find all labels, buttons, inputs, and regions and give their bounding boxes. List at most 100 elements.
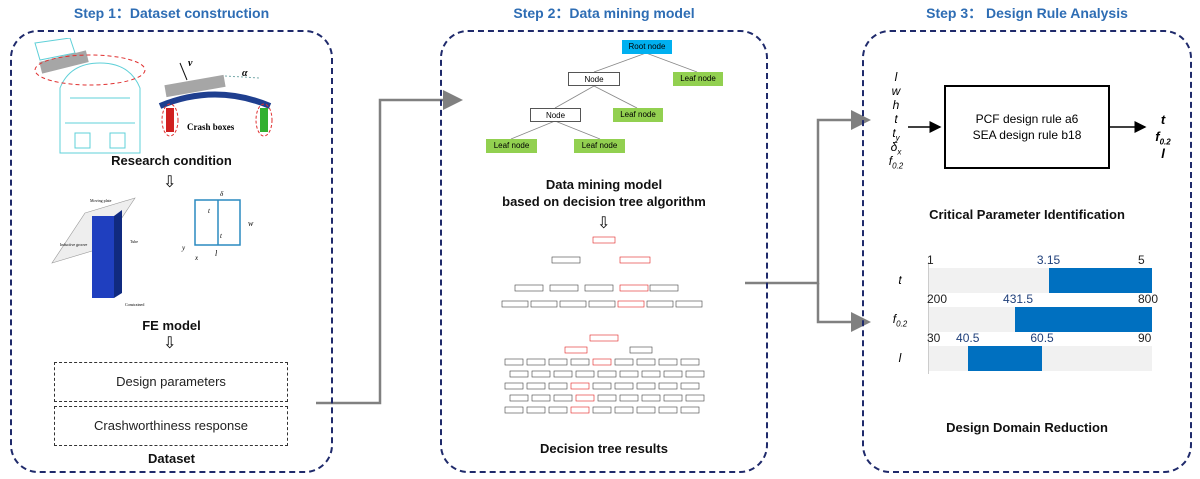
input-param: δx xyxy=(886,140,906,156)
input-param: ty xyxy=(886,126,906,142)
down-arrow-icon: ⇩ xyxy=(163,174,177,191)
param-symbol: l xyxy=(898,351,902,365)
param-symbol: f xyxy=(888,154,893,168)
tree-result-node xyxy=(504,358,524,366)
moving-plate-label: Moving plate xyxy=(90,198,112,203)
tree-result-node xyxy=(614,382,634,390)
range-param: t xyxy=(890,273,910,289)
param-subscript: 0.2 xyxy=(1159,137,1171,147)
tree-result-node xyxy=(619,370,639,378)
tree-node: Node xyxy=(568,72,620,86)
tree-result-node xyxy=(551,256,581,264)
tree-result-node xyxy=(564,346,588,354)
tree-result-node xyxy=(589,334,619,342)
param-symbol: t xyxy=(894,112,898,126)
range-param: f0.2 xyxy=(890,312,910,328)
tree-result-node xyxy=(675,300,703,308)
tree-result-node xyxy=(584,284,614,292)
leaf-node: Leaf node xyxy=(613,108,663,122)
tree-result-node xyxy=(588,300,616,308)
input-param: h xyxy=(886,98,906,114)
tree-result-node xyxy=(559,300,587,308)
tree-result-node xyxy=(531,370,551,378)
range-fill xyxy=(968,346,1043,371)
tree-result-node xyxy=(619,284,649,292)
tree-result-node xyxy=(680,382,700,390)
x-axis-label: x xyxy=(194,254,199,262)
tree-result-node xyxy=(504,382,524,390)
step1-title: Step 1：Dataset construction xyxy=(73,5,270,21)
input-param: w xyxy=(886,84,906,100)
tree-result-node xyxy=(658,382,678,390)
crash-boxes-label: Crash boxes xyxy=(187,122,235,132)
range-track xyxy=(929,307,1152,332)
range-fill xyxy=(1015,307,1152,332)
l-dim: l xyxy=(215,249,218,258)
tree-result-node xyxy=(509,394,529,402)
critical-param: l xyxy=(1150,146,1176,164)
tree-result-node xyxy=(570,406,590,414)
design-parameters-box: Design parameters xyxy=(54,362,288,402)
tree-result-node xyxy=(575,394,595,402)
crashworthiness-box: Crashworthiness response xyxy=(54,406,288,446)
step1-panel xyxy=(10,30,333,473)
input-param: f0.2 xyxy=(886,154,906,170)
tree-result-node xyxy=(614,358,634,366)
tree-result-node xyxy=(592,382,612,390)
critical-caption: Critical Parameter Identification xyxy=(929,207,1125,222)
tree-result-node xyxy=(553,394,573,402)
param-symbol: h xyxy=(892,98,900,112)
design-rule-box: PCF design rule a6 SEA design rule b18 xyxy=(944,85,1110,169)
ty-dim: t xyxy=(220,232,223,240)
pcf-rule: PCF design rule a6 xyxy=(975,112,1079,126)
critical-param: f0.2 xyxy=(1150,129,1176,147)
tree-result-node xyxy=(514,284,544,292)
tree-result-node xyxy=(548,382,568,390)
param-subscript: 0.2 xyxy=(892,161,904,171)
range-fill xyxy=(1048,268,1152,293)
velocity-label: v xyxy=(188,58,193,69)
tree-result-node xyxy=(592,236,616,244)
model-caption-line1: Data mining model xyxy=(545,177,663,192)
tree-result-node xyxy=(636,406,656,414)
param-symbol: f xyxy=(1155,129,1160,144)
decision-tree-results-image xyxy=(501,236,705,414)
range-min-label: 30 xyxy=(927,331,941,345)
tree-result-node xyxy=(575,370,595,378)
range-param: l xyxy=(890,351,910,367)
tree-result-node xyxy=(549,284,579,292)
tree-result-node xyxy=(530,300,558,308)
tree-result-node xyxy=(526,358,546,366)
down-arrow-icon: ⇩ xyxy=(163,335,177,352)
step3-panel xyxy=(862,30,1192,473)
input-param: t xyxy=(886,112,906,128)
param-symbol: t xyxy=(892,126,896,140)
tree-result-node xyxy=(597,370,617,378)
range-low-label: 3.15 xyxy=(1036,253,1061,267)
param-symbol: w xyxy=(891,84,901,98)
step2-title: Step 2：Data mining model xyxy=(513,5,695,21)
tree-result-node xyxy=(592,358,612,366)
tree-result-node xyxy=(501,300,529,308)
tree-result-node xyxy=(592,406,612,414)
param-symbol: t xyxy=(1160,112,1166,127)
range-high-label: 60.5 xyxy=(1030,331,1054,345)
range-min-label: 1 xyxy=(927,253,934,267)
range-min-label: 200 xyxy=(927,292,948,306)
tree-result-node xyxy=(649,284,679,292)
tree-result-node xyxy=(641,394,661,402)
param-symbol: l xyxy=(1161,146,1165,161)
param-subscript: y xyxy=(895,133,900,143)
leaf-node: Leaf node xyxy=(574,139,625,153)
domain-caption: Design Domain Reduction xyxy=(946,420,1108,435)
fe-model-caption: FE model xyxy=(142,318,201,333)
w-dim: w xyxy=(248,219,254,228)
range-low-label: 431.5 xyxy=(1003,292,1034,306)
root-node: Root node xyxy=(622,40,672,54)
tree-result-node xyxy=(619,256,651,264)
range-low-label: 40.5 xyxy=(956,331,980,345)
step3-title: Step 3： Design Rule Analysis xyxy=(926,5,1128,21)
tree-result-node xyxy=(548,406,568,414)
